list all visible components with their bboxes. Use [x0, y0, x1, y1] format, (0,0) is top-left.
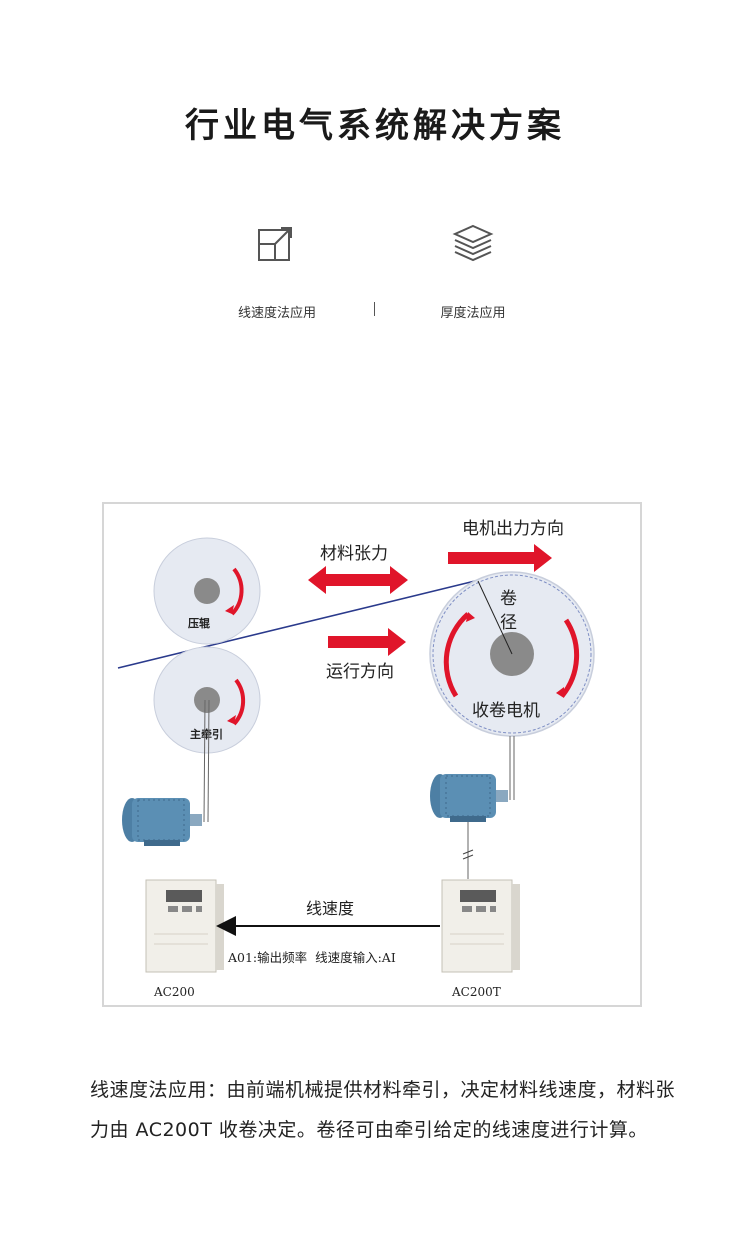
tension-arrow	[308, 566, 408, 594]
material-web-line	[117, 579, 480, 669]
traction-belt	[203, 699, 206, 823]
main-traction-label: 主牵引	[190, 727, 223, 741]
line-speed-label: 线速度	[306, 899, 354, 918]
tab-label: 线速度法应用	[237, 306, 316, 321]
drive-left-label: AC200	[153, 985, 195, 999]
drive-ac200	[145, 879, 224, 973]
pressure-roller	[153, 537, 261, 645]
signal-note-label: A01:输出频率 线速度输入:AI	[227, 950, 396, 965]
running-direction-arrow	[328, 628, 406, 656]
motor-direction-label: 电机出力方向	[462, 519, 564, 539]
signal-cable-mark	[462, 854, 474, 860]
diagram-canvas: 压辊 主牵引 材料张力 电机出力方向 运行方向	[117, 519, 595, 999]
roll-diameter-label-1: 卷	[500, 589, 517, 609]
tab-line-speed-method[interactable]: 线速度法应用	[197, 220, 357, 321]
drive-ac200t	[441, 879, 520, 973]
main-traction-roller	[153, 646, 261, 754]
tab-thickness-method[interactable]: 厚度法应用	[393, 220, 553, 321]
winding-motor-label: 收卷电机	[472, 701, 540, 721]
motor-direction-arrow	[448, 544, 552, 572]
traction-belt	[207, 699, 210, 823]
tab-divider	[374, 302, 375, 316]
pressure-roller-label: 压辊	[188, 616, 210, 630]
running-direction-label: 运行方向	[326, 662, 394, 682]
line-speed-diagram: 压辊 主牵引 材料张力 电机出力方向 运行方向	[102, 502, 642, 1007]
roll-diameter-label-2: 径	[500, 613, 517, 633]
winding-reel	[429, 571, 595, 737]
winding-motor	[430, 774, 508, 822]
description-paragraph: 线速度法应用：由前端机械提供材料牵引，决定材料线速度，材料张力由 AC200T …	[90, 1079, 676, 1141]
signal-cable-mark	[462, 849, 474, 855]
drive-right-label: AC200T	[451, 985, 501, 999]
page-title: 行业电气系统解决方案	[185, 106, 565, 146]
material-tension-label: 材料张力	[320, 544, 388, 564]
layers-icon	[452, 224, 494, 262]
traction-motor	[122, 798, 202, 846]
external-link-icon	[258, 227, 292, 261]
tab-label: 厚度法应用	[440, 306, 506, 321]
